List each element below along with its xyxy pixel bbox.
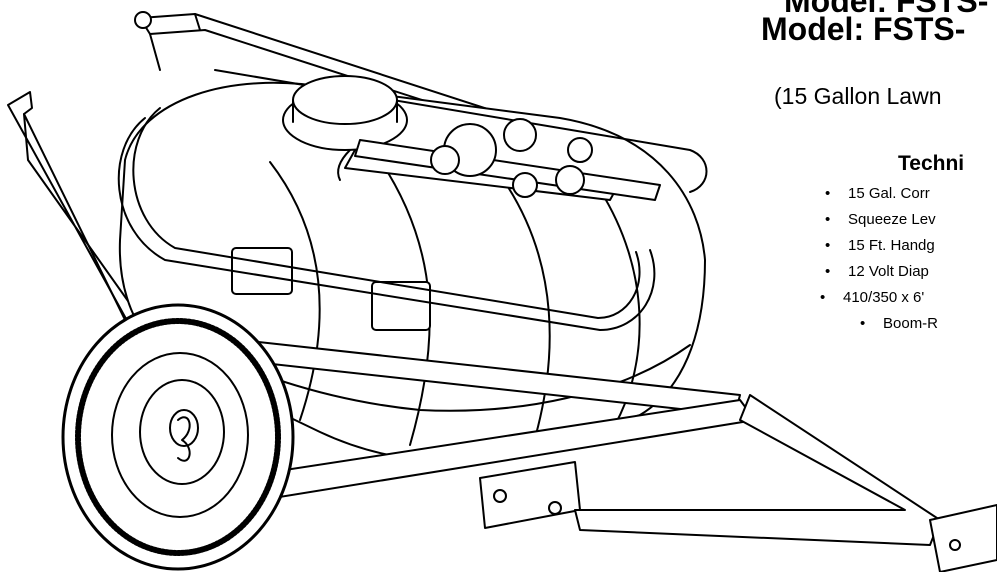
wheel	[61, 303, 295, 571]
list-item: •15 Ft. Handg	[825, 237, 935, 254]
technical-heading: Techni	[898, 152, 965, 175]
bullet-dot-icon: •	[825, 185, 831, 202]
list-item: •Boom-R	[860, 315, 939, 332]
list-item: •15 Gal. Corr	[825, 185, 930, 202]
bullet-dot-icon: •	[860, 315, 866, 332]
bullet-dot-icon: •	[825, 237, 831, 254]
model-heading: Model: FSTS-	[761, 11, 966, 47]
tongue	[574, 394, 997, 572]
bullet-dot-icon: •	[825, 211, 831, 228]
bullet-dot-icon: •	[825, 263, 831, 280]
filler-cap	[282, 75, 408, 151]
model-heading-top: Model: FSTS-	[784, 0, 989, 19]
pump-valve-assembly	[337, 118, 661, 201]
list-item: •12 Volt Diap	[825, 263, 929, 280]
roll-bar	[117, 69, 708, 331]
product-subtitle: (15 Gallon Lawn	[774, 83, 942, 109]
bullet-dot-icon: •	[820, 289, 826, 306]
list-item: •410/350 x 6'	[820, 289, 925, 306]
list-item: •Squeeze Lev	[825, 211, 936, 228]
